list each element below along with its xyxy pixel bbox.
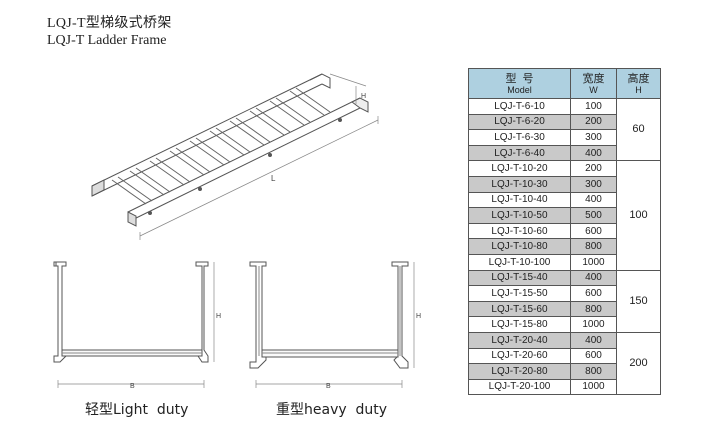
- model-cell: LQJ-T-10-40: [468, 191, 571, 209]
- model-cell: LQJ-T-10-80: [468, 238, 571, 255]
- model-cell: LQJ-T-15-80: [468, 316, 571, 333]
- width-cell: 1000: [570, 253, 617, 271]
- width-cell: 800: [570, 238, 617, 255]
- model-cell: LQJ-T-20-60: [468, 347, 571, 365]
- page-title-english: LQJ-T Ladder Frame: [47, 33, 167, 48]
- light-height-label: H: [216, 313, 221, 320]
- model-cell: LQJ-T-10-20: [468, 160, 571, 177]
- width-header-cn: 宽度: [582, 72, 605, 85]
- model-column-header: 型 号 Model: [468, 68, 571, 99]
- light-duty-caption: 轻型Light duty: [85, 402, 189, 418]
- model-cell: LQJ-T-20-100: [468, 378, 571, 396]
- light-width-label: B: [130, 383, 135, 390]
- height-header-en: H: [635, 84, 642, 95]
- ladder-back-rail: [91, 73, 331, 197]
- heavy-duty-section: [249, 261, 415, 388]
- page-title-chinese: LQJ-T型梯级式桥架: [47, 16, 172, 31]
- ladder-dimension-lines: [139, 73, 379, 240]
- height-cell: 60: [616, 97, 661, 162]
- model-header-cn: 型 号: [505, 72, 534, 85]
- height-cell: 150: [616, 269, 661, 333]
- height-column-header: 高度 H: [616, 68, 661, 99]
- model-cell: LQJ-T-15-50: [468, 285, 571, 302]
- model-cell: LQJ-T-15-40: [468, 269, 571, 287]
- width-cell: 1000: [570, 316, 617, 333]
- heavy-width-label: B: [326, 383, 331, 390]
- width-cell: 800: [570, 300, 617, 318]
- width-cell: 400: [570, 191, 617, 209]
- width-cell: 200: [570, 160, 617, 177]
- model-cell: LQJ-T-10-60: [468, 222, 571, 240]
- model-cell: LQJ-T-15-60: [468, 300, 571, 318]
- height-cell: 100: [616, 160, 661, 271]
- model-cell: LQJ-T-6-30: [468, 129, 571, 146]
- model-cell: LQJ-T-10-50: [468, 207, 571, 224]
- model-cell: LQJ-T-6-20: [468, 113, 571, 131]
- width-cell: 400: [570, 269, 617, 287]
- width-cell: 600: [570, 222, 617, 240]
- width-cell: 300: [570, 175, 617, 193]
- width-cell: 800: [570, 363, 617, 380]
- width-cell: 1000: [570, 378, 617, 396]
- height-cell: 200: [616, 331, 661, 396]
- heavy-duty-caption: 重型heavy duty: [276, 402, 388, 418]
- width-cell: 300: [570, 129, 617, 146]
- spec-table-header: 型 号 Model 宽度 W 高度 H: [468, 68, 661, 99]
- ladder-front-rail: [127, 97, 369, 227]
- model-cell: LQJ-T-10-100: [468, 253, 571, 271]
- height-label-iso: H: [361, 93, 366, 100]
- width-header-en: W: [589, 84, 598, 95]
- width-cell: 200: [570, 113, 617, 131]
- model-cell: LQJ-T-10-30: [468, 175, 571, 193]
- width-column-header: 宽度 W: [570, 68, 617, 99]
- model-cell: LQJ-T-20-80: [468, 363, 571, 380]
- ladder-rungs: [111, 87, 331, 205]
- light-duty-section: [53, 261, 215, 388]
- width-cell: 400: [570, 331, 617, 349]
- model-header-en: Model: [507, 84, 532, 95]
- width-cell: 400: [570, 144, 617, 162]
- height-header-cn: 高度: [627, 72, 650, 85]
- width-cell: 100: [570, 98, 617, 115]
- width-cell: 600: [570, 347, 617, 365]
- width-cell: 600: [570, 285, 617, 302]
- model-cell: LQJ-T-6-10: [468, 98, 571, 115]
- width-cell: 500: [570, 207, 617, 224]
- model-cell: LQJ-T-20-40: [468, 331, 571, 349]
- model-cell: LQJ-T-6-40: [468, 144, 571, 162]
- heavy-height-label: H: [416, 313, 421, 320]
- length-label: L: [271, 174, 276, 183]
